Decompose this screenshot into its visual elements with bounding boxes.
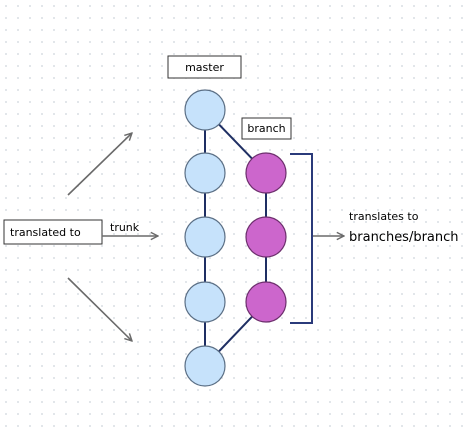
arrow-up bbox=[67, 133, 132, 196]
branch-node bbox=[245, 216, 287, 258]
master-label: master bbox=[185, 61, 224, 74]
master-node bbox=[184, 152, 226, 194]
branch-label-box: branch bbox=[241, 117, 292, 140]
branches-path-label: branches/branch bbox=[349, 230, 459, 245]
translated-to-box: translated to bbox=[3, 219, 103, 245]
translates-to-label: translates to bbox=[349, 210, 419, 223]
branch-bracket bbox=[290, 153, 313, 324]
branch-label: branch bbox=[247, 122, 285, 135]
arrow-down bbox=[67, 277, 132, 341]
master-node bbox=[184, 345, 226, 387]
branch-node bbox=[245, 152, 287, 194]
branch-nodes bbox=[245, 152, 287, 323]
master-label-box: master bbox=[167, 55, 242, 79]
master-node bbox=[184, 89, 226, 131]
master-node bbox=[184, 216, 226, 258]
branch-node bbox=[245, 281, 287, 323]
translated-to-label: translated to bbox=[10, 226, 81, 239]
master-nodes bbox=[184, 89, 226, 387]
trunk-label: trunk bbox=[110, 221, 140, 234]
arrows bbox=[67, 133, 344, 341]
master-node bbox=[184, 281, 226, 323]
